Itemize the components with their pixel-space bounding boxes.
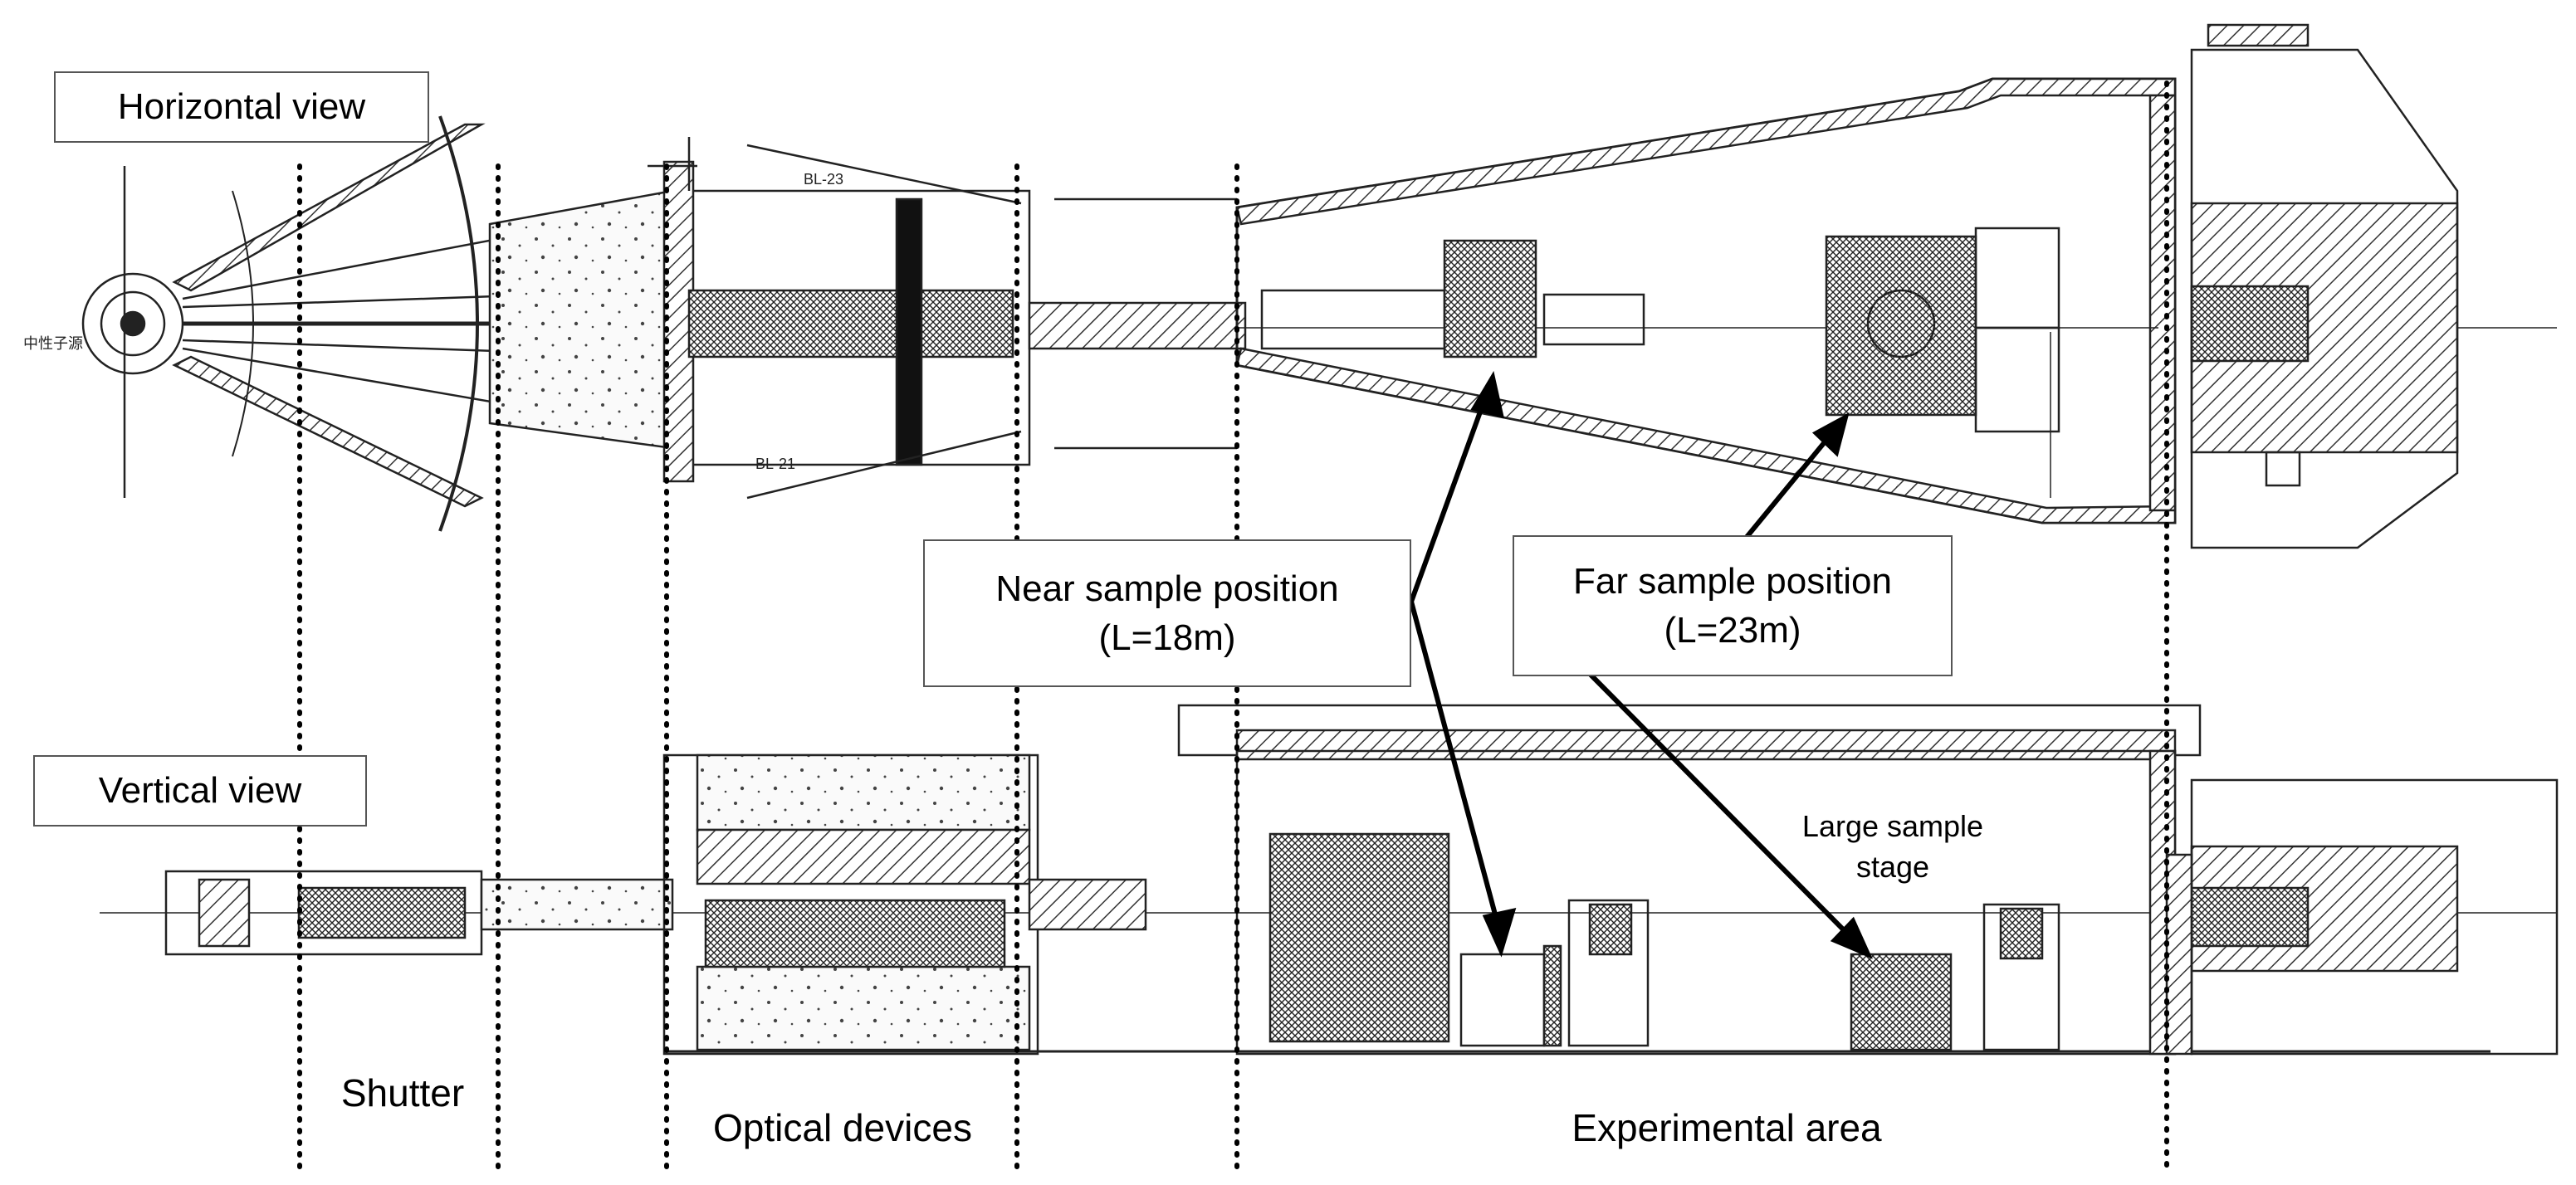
neutron-source — [81, 166, 184, 498]
near-sample-callout: Near sample position (L=18m) — [923, 539, 1411, 687]
far-sample-distance: (L=23m) — [1664, 610, 1801, 651]
beam-stop-horizontal — [2190, 23, 2557, 549]
large-sample-stage-line2: stage — [1855, 849, 1930, 884]
experimental-area-section-label: Experimental area — [1572, 1106, 1882, 1149]
source-label: 中性子源 — [23, 335, 83, 352]
near-arrow-horizontal — [1409, 376, 1495, 603]
horizontal-view-label: Horizontal view — [54, 71, 429, 143]
optical-devices-vertical — [662, 753, 1147, 1056]
beamline-upper-label: BL-23 — [804, 171, 843, 188]
near-sample-title: Near sample position — [995, 568, 1339, 609]
near-sample-distance: (L=18m) — [1098, 617, 1236, 658]
beamline-lower-label: BL-21 — [755, 456, 795, 472]
far-sample-callout: Far sample position (L=23m) — [1513, 535, 1953, 676]
beam-stop-vertical — [2165, 778, 2559, 1056]
far-sample-title: Far sample position — [1573, 560, 1892, 602]
large-sample-stage-label: Large sample stage — [1768, 807, 2017, 887]
far-arrow-vertical — [1587, 671, 1862, 948]
far-arrow-horizontal-head — [1811, 412, 1850, 457]
near-arrow-horizontal-head — [1470, 370, 1504, 419]
near-arrow-vertical — [1409, 601, 1503, 937]
optical-devices-section-label: Optical devices — [713, 1106, 972, 1149]
pointer-arrows — [1409, 370, 1873, 959]
large-sample-stage-line1: Large sample — [1801, 809, 1984, 843]
vertical-view-drawing — [100, 704, 2559, 1056]
far-arrow-vertical-head — [1830, 916, 1873, 959]
far-arrow-horizontal — [1741, 423, 1841, 543]
horizontal-view-drawing — [81, 23, 2557, 549]
vertical-view-text: Vertical view — [98, 770, 302, 812]
horizontal-view-text: Horizontal view — [117, 86, 366, 128]
near-arrow-vertical-head — [1482, 907, 1517, 958]
concrete-shield — [488, 189, 674, 450]
experimental-area-vertical — [1177, 704, 2202, 1056]
shutter-section-label: Shutter — [340, 1071, 465, 1114]
guide-tube — [1028, 301, 1247, 350]
shutter-vertical — [164, 870, 674, 956]
optical-devices-horizontal — [648, 137, 1031, 500]
vertical-view-label: Vertical view — [33, 755, 367, 827]
experimental-area-horizontal — [1054, 77, 2177, 524]
